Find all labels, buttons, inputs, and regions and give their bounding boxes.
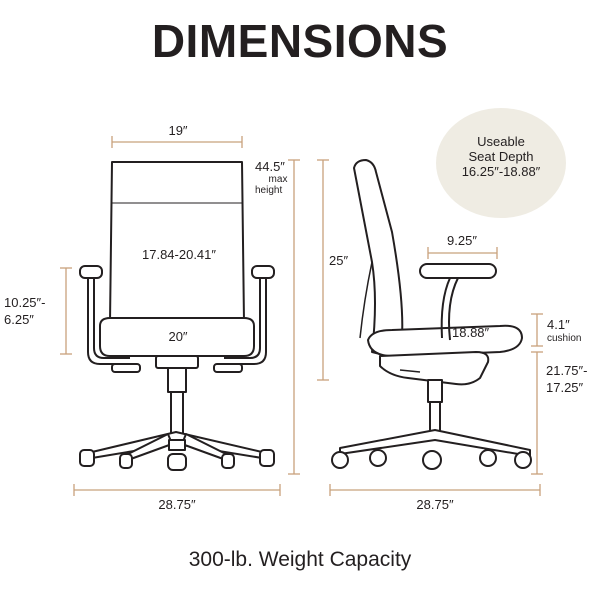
weight-capacity-caption: 300-lb. Weight Capacity	[188, 548, 412, 571]
front-height-note-max: max	[268, 174, 288, 185]
side-seat-depth-label: 18.88″	[452, 325, 490, 340]
front-arm-range-label-2: 6.25″	[4, 312, 34, 327]
front-casters	[79, 449, 275, 471]
front-mechanism	[155, 355, 199, 369]
side-seat-height-label-1: 21.75″-	[546, 363, 588, 378]
front-seat-width-label: 20″	[168, 329, 188, 344]
front-height-note-height: height	[255, 185, 283, 196]
callout-line-3: 16.25″-18.88″	[461, 164, 541, 179]
side-casters	[331, 449, 532, 470]
front-backrest	[109, 161, 245, 323]
page-title: DIMENSIONS	[151, 15, 449, 67]
side-base-width-label: 28.75″	[416, 497, 454, 512]
seat-depth-callout-bubble	[436, 108, 566, 218]
callout-line-2: Seat Depth	[468, 149, 534, 164]
front-seat-cushion	[99, 317, 255, 357]
side-seat-height-label-2: 17.25″	[546, 380, 584, 395]
side-seat-cushion	[367, 324, 523, 358]
side-view-chair	[331, 159, 532, 470]
side-cylinder	[427, 379, 443, 403]
side-backrest	[353, 159, 404, 355]
front-right-arm-pad	[251, 265, 275, 279]
front-top-width-label: 19″	[168, 123, 188, 138]
front-cylinder	[167, 367, 187, 393]
side-back-height-label: 25″	[329, 253, 349, 268]
side-arm-pad	[419, 263, 497, 279]
front-height-label: 44.5″	[255, 159, 285, 174]
side-cushion-label: 4.1″	[547, 317, 570, 332]
front-back-width-label: 17.84-20.41″	[142, 247, 216, 262]
side-mechanism	[379, 351, 490, 386]
front-arm-range-label-1: 10.25″-	[4, 295, 46, 310]
callout-line-1: Useable	[477, 134, 525, 149]
side-arm-depth-label: 9.25″	[447, 233, 477, 248]
front-view-chair	[79, 161, 275, 471]
seat-depth-callout-text: Useable Seat Depth 16.25″-18.88″	[436, 134, 566, 179]
side-cushion-note: cushion	[547, 333, 582, 344]
front-base-width-label: 28.75″	[158, 497, 196, 512]
front-left-arm-pad	[79, 265, 103, 279]
